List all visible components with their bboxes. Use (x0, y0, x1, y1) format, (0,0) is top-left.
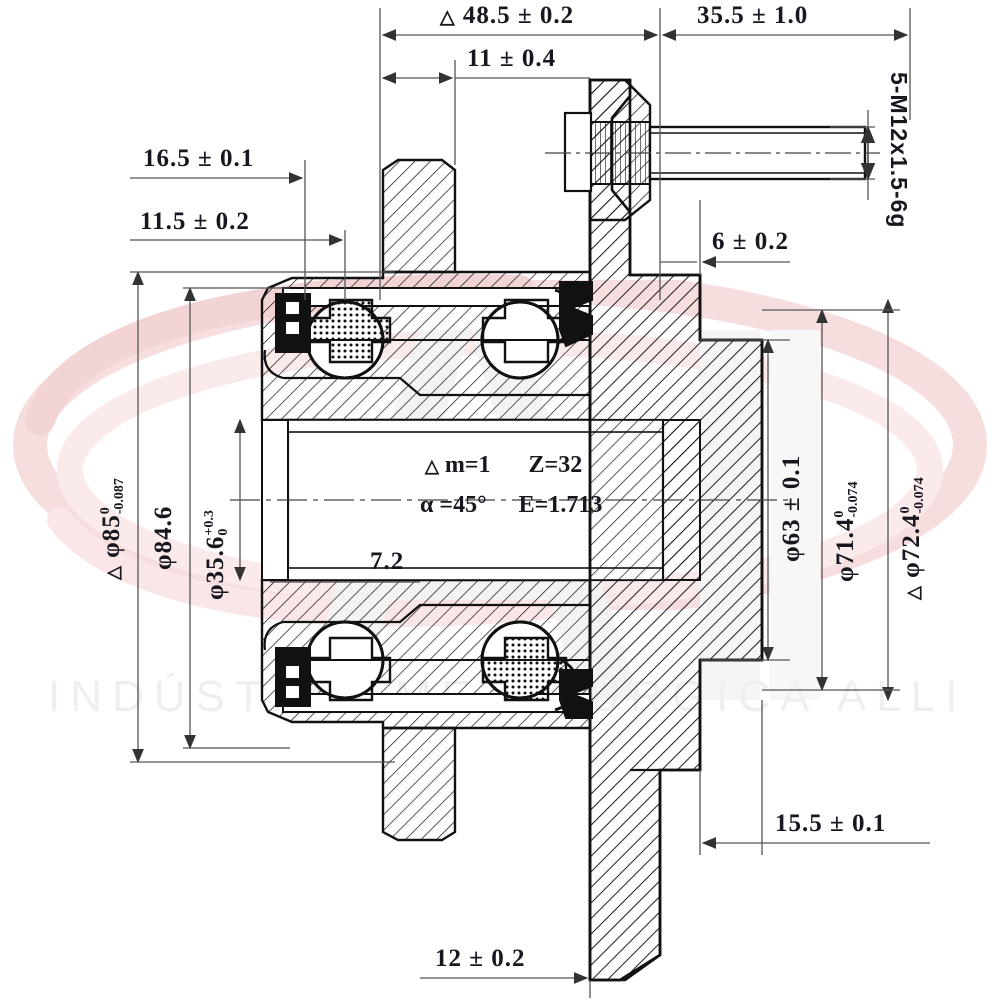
phi-symbol-d1: φ (98, 541, 125, 558)
dim-diameter-84-6: φ84.6 (150, 506, 178, 570)
phi-symbol-d2: φ (150, 553, 177, 570)
dim-top-right: 35.5 ± 1.0 (697, 2, 809, 29)
dim-top-overall: △ 48.5 ± 0.2 (440, 2, 574, 30)
tolerance-d5: 0-0.074 (832, 481, 862, 518)
gear-module: m=1 (444, 452, 491, 478)
dim-top-inner: 11 ± 0.4 (467, 45, 557, 72)
dim-thread-callout: 5-M12x1.5-6g (886, 72, 912, 229)
upper-bearing-assembly (263, 281, 593, 397)
dim-d3-value: 35.6 (202, 535, 229, 584)
gear-span-measurement: E=1.713 (518, 492, 603, 518)
flatness-symbol-d6: △ (903, 585, 923, 600)
dim-left-upper-2: 11.5 ± 0.2 (140, 208, 250, 235)
tol-upper-d6: 0 (898, 506, 914, 514)
gear-spec-row-1: △ m=1 Z=32 (425, 452, 582, 479)
tolerance-d6: 0-0.074 (898, 477, 928, 514)
gear-teeth-count: Z=32 (528, 452, 583, 478)
tolerance-d1: 0-0.087 (98, 478, 128, 515)
lower-bearing-assembly (263, 603, 593, 719)
dim-flange-thickness: 15.5 ± 0.1 (775, 810, 887, 837)
dim-stud-projection: 6 ± 0.2 (712, 228, 789, 255)
dim-d2-value: 84.6 (150, 505, 177, 554)
flatness-symbol-gear: △ (425, 456, 439, 476)
tol-lower-d6: -0.074 (912, 477, 928, 514)
flatness-symbol-top: △ (440, 7, 456, 28)
tol-upper-d5: 0 (832, 510, 848, 518)
phi-symbol-d4: φ (778, 545, 805, 562)
tol-lower-d5: -0.074 (846, 481, 862, 518)
phi-symbol-d3: φ (202, 583, 229, 600)
dim-seal-width: 7.2 (370, 548, 405, 575)
wheel-stud (545, 78, 880, 222)
gear-pressure-angle: α =45° (420, 492, 487, 518)
phi-symbol-d5: φ (832, 565, 859, 582)
tol-upper-d1: 0 (98, 507, 114, 515)
gear-spec-row-2: α =45° E=1.713 (420, 492, 602, 519)
dim-left-upper-1: 16.5 ± 0.1 (143, 145, 255, 172)
dim-diameter-63: φ63 ± 0.1 (778, 455, 806, 562)
dim-d6-value: 72.4 (898, 513, 925, 562)
tol-lower-d1: -0.087 (112, 478, 128, 515)
dim-d4-value: 63 ± 0.1 (778, 454, 805, 546)
tol-lower-d3: 0 (216, 528, 232, 536)
flatness-symbol-d1: △ (103, 565, 123, 580)
tol-upper-d3: +0.3 (202, 510, 218, 536)
phi-symbol-d6: φ (898, 561, 925, 578)
dim-d1-value: 85 (98, 514, 125, 542)
dim-top-overall-value: 48.5 ± 0.2 (462, 2, 575, 29)
dim-d5-value: 71.4 (832, 517, 859, 566)
dim-bottom: 12 ± 0.2 (435, 945, 526, 972)
